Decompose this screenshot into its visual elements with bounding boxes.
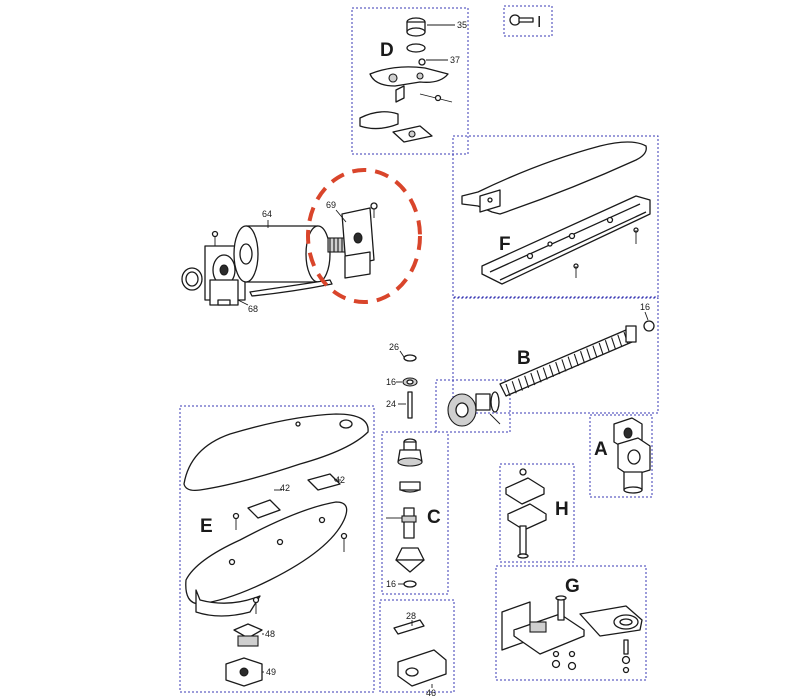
group-h-border xyxy=(499,463,575,563)
screw-thread xyxy=(604,340,610,353)
part-number-64: 64 xyxy=(262,209,272,219)
screw-thread xyxy=(611,337,617,350)
group-g-letter: G xyxy=(565,576,580,597)
part-number-48: 48 xyxy=(265,629,275,639)
screw-thread xyxy=(592,345,598,358)
motor-assembly xyxy=(181,202,378,306)
screw-thread xyxy=(536,370,542,383)
group-a-letter: A xyxy=(594,439,608,460)
group-d-letter: D xyxy=(380,40,394,61)
group-g-parts xyxy=(501,595,643,674)
screw-thread xyxy=(580,350,586,364)
release-key-parts xyxy=(393,619,447,687)
group-c-parts xyxy=(386,438,425,588)
group-c-border xyxy=(381,431,449,595)
screw-thread xyxy=(542,367,548,380)
part-number-35: 35 xyxy=(457,20,467,30)
screw-thread xyxy=(524,375,530,388)
group-d-border xyxy=(351,7,469,155)
part-number-42-left: 42 xyxy=(280,483,290,493)
screw-thread xyxy=(505,383,511,397)
part-number-42-right: 42 xyxy=(335,475,345,485)
part-number-69: 69 xyxy=(326,200,336,210)
part-number-37: 37 xyxy=(450,55,460,65)
part-number-26: 26 xyxy=(389,342,399,352)
group-h-parts xyxy=(505,468,547,559)
part-number-28: 28 xyxy=(406,611,416,621)
group-c-letter: C xyxy=(427,507,441,528)
part-number-16-pin: 16 xyxy=(386,377,396,387)
key-group-mark: I xyxy=(537,14,541,31)
release-key-border xyxy=(379,599,455,693)
part-number-16-screw: 16 xyxy=(640,302,650,312)
key-group-border xyxy=(503,5,553,37)
group-d-parts xyxy=(359,17,453,143)
screw-thread xyxy=(561,359,567,372)
screw-thread xyxy=(517,378,523,391)
screw-thread xyxy=(598,342,604,356)
group-b-letter: B xyxy=(517,348,531,369)
group-f-letter: F xyxy=(499,234,511,255)
part-number-24: 24 xyxy=(386,399,396,409)
group-h-letter: H xyxy=(555,499,569,520)
screw-thread xyxy=(548,364,554,378)
highlight-circle xyxy=(306,168,422,304)
group-f-parts xyxy=(461,141,651,285)
part-number-46: 46 xyxy=(426,688,436,698)
part-number-49: 49 xyxy=(266,667,276,677)
part-number-68: 68 xyxy=(248,304,258,314)
screw-thread xyxy=(511,381,517,394)
group-f-border xyxy=(452,135,659,298)
group-e-parts xyxy=(183,413,369,687)
group-e-letter: E xyxy=(200,516,213,537)
pin-stack xyxy=(402,354,418,419)
screw-thread xyxy=(555,361,561,375)
screw-thread xyxy=(530,372,536,386)
group-a-parts xyxy=(613,417,651,494)
part-number-16-gear: 16 xyxy=(386,579,396,589)
group-b-parts xyxy=(447,320,655,427)
screw-thread xyxy=(617,334,623,347)
group-b-extension-border xyxy=(435,379,511,433)
screw-thread xyxy=(567,356,573,369)
screw-thread xyxy=(573,353,579,367)
group-e-border xyxy=(179,405,375,693)
key-icon xyxy=(509,14,534,26)
screw-thread xyxy=(586,348,592,361)
